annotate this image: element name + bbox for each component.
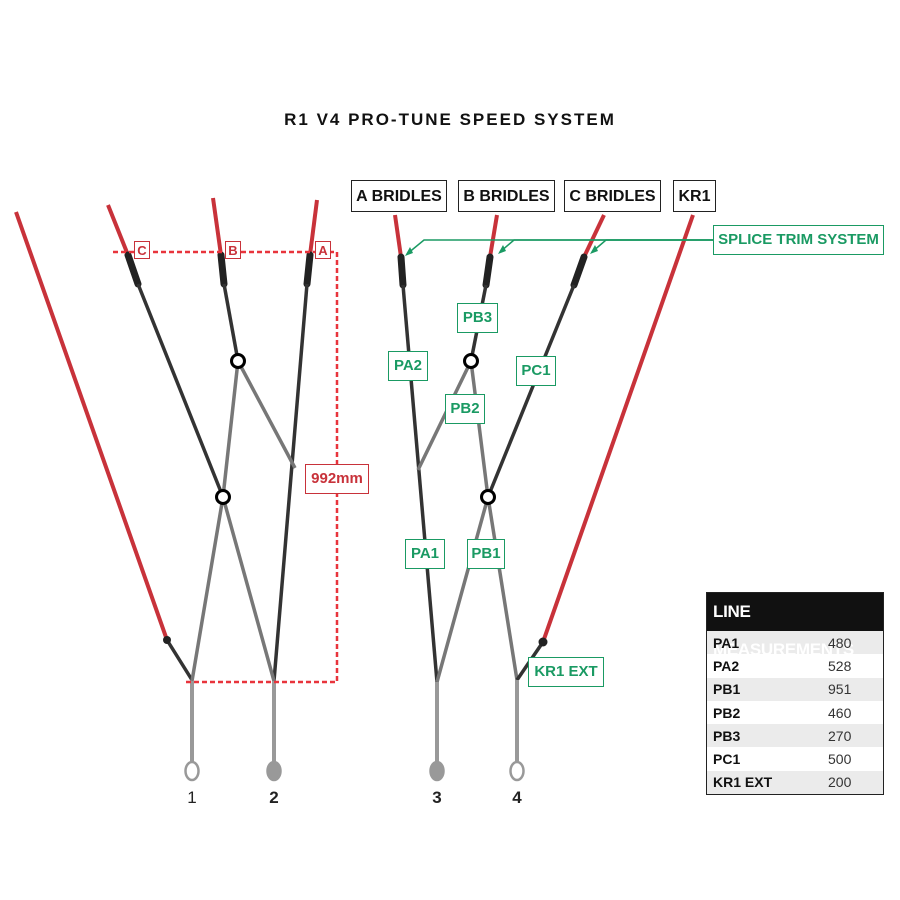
left-b-bridle-tip: [211, 197, 223, 256]
line-number-1: 1: [187, 788, 197, 807]
line-measurements-table: LINE MEASUREMENTS PA1 480 PA2 528 PB1 951 P…: [706, 592, 884, 796]
line-3-loop: [429, 760, 445, 782]
table-row: PB1 951: [707, 677, 883, 701]
line-number-3: 3: [432, 788, 442, 807]
marker-b: B: [225, 241, 241, 259]
label-pa2: PA2: [388, 351, 428, 381]
pb2-line: [416, 360, 473, 471]
table-row: PB2 460: [707, 701, 883, 724]
row-name: PB3: [713, 727, 741, 744]
table-row: PA2 528: [707, 654, 883, 677]
left-kr1-ext-line: [165, 639, 194, 681]
table-row: PA1 480: [707, 631, 883, 655]
left-upper-ring: [230, 353, 246, 369]
pb1-line: [435, 496, 490, 683]
page-title: R1 V4 PRO-TUNE SPEED SYSTEM: [284, 110, 616, 129]
label-pb2: PB2: [445, 394, 485, 424]
right-b-bridle-tip: [488, 214, 499, 258]
label-pb3: PB3: [457, 303, 498, 333]
line-number-2: 2: [269, 788, 279, 807]
right-a-bridle-tip: [393, 214, 403, 258]
row-value: 500: [828, 751, 852, 768]
left-b-line: [222, 283, 240, 362]
line-2-loop: [266, 760, 282, 782]
left-a-bridle-tip: [308, 199, 319, 256]
left-lower-ring: [215, 489, 231, 505]
splice-trim-label: SPLICE TRIM SYSTEM: [713, 225, 884, 255]
table-row: KR1 EXT 200: [707, 770, 883, 795]
measurement-label: 992mm: [305, 464, 369, 494]
row-value: 951: [828, 681, 852, 698]
b-bridles-header: B BRIDLES: [458, 180, 555, 212]
label-pa1: PA1: [405, 539, 445, 569]
c-bridles-header: C BRIDLES: [564, 180, 661, 212]
row-value: 270: [828, 727, 852, 744]
left-a-line: [272, 283, 309, 682]
line-number-4: 4: [512, 788, 522, 807]
label-kr1-ext: KR1 EXT: [528, 657, 604, 687]
row-value: 200: [828, 774, 852, 791]
row-name: PB1: [713, 681, 741, 698]
row-value: 480: [828, 634, 852, 651]
line-4-loop: [509, 760, 525, 782]
left-c-bridle-tip: [106, 204, 130, 256]
right-diagram: [393, 214, 713, 782]
row-name: PA2: [713, 657, 740, 674]
table-row: PC1 500: [707, 747, 883, 770]
right-lower-ring: [480, 489, 496, 505]
row-value: 460: [828, 704, 852, 721]
marker-c: C: [134, 241, 150, 259]
line-1-loop: [184, 760, 200, 782]
table-row: PB3 270: [707, 724, 883, 748]
left-diagram: [14, 197, 339, 782]
pc1-line: [486, 284, 576, 498]
left-c-line: [136, 283, 225, 498]
marker-a: A: [315, 241, 331, 259]
right-kr1-line: [541, 214, 695, 643]
splice-trim-arrows: [406, 239, 713, 255]
left-kr1-line: [14, 211, 169, 641]
row-name: PA1: [713, 634, 740, 651]
row-name: KR1 EXT: [713, 774, 773, 791]
right-c-bridle-tip: [582, 214, 606, 258]
kr1-header: KR1: [673, 180, 716, 212]
table-body: PA1 480 PA2 528 PB1 951 PB2 460 PB3 270 PC1 50…: [707, 631, 883, 795]
row-name: PB2: [713, 704, 741, 721]
row-name: PC1: [713, 751, 741, 768]
right-upper-ring: [463, 353, 479, 369]
pa-line: [401, 284, 439, 683]
row-value: 528: [828, 657, 852, 674]
a-bridles-header: A BRIDLES: [351, 180, 447, 212]
label-pb1: PB1: [467, 539, 505, 569]
table-header: LINE MEASUREMENTS: [707, 593, 883, 659]
label-pc1: PC1: [516, 356, 556, 386]
